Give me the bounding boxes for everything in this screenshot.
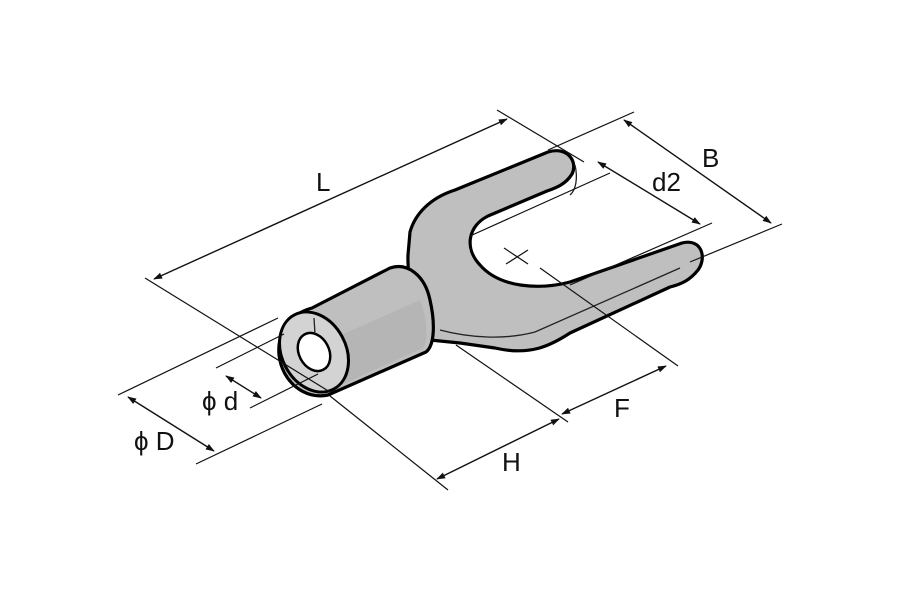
barrel-seam: [313, 317, 316, 335]
dim-F: [561, 365, 667, 415]
fork-tip-edge: [569, 164, 577, 196]
fork-inner-edge: [439, 267, 681, 338]
spade-terminal: [277, 149, 704, 398]
barrel-shade: [330, 300, 427, 390]
dim-phi-d: [225, 375, 262, 399]
dim-B: [623, 119, 772, 224]
label-F: F: [614, 393, 630, 423]
label-d2: d2: [652, 167, 681, 197]
label-phi-d: ϕ d: [202, 386, 238, 416]
dim-phi-D: [127, 396, 215, 452]
dimension-lines: [127, 118, 772, 480]
extension-lines: [117, 109, 783, 491]
dim-H: [436, 418, 560, 480]
dimension-labels: L B d2 ϕ d ϕ D H F: [134, 143, 719, 477]
dim-d2: [597, 161, 701, 225]
label-L: L: [316, 167, 330, 197]
dim-L: [153, 118, 508, 280]
label-H: H: [502, 447, 521, 477]
label-B: B: [702, 143, 719, 173]
barrel-bore: [296, 331, 332, 373]
label-phi-D: ϕ D: [134, 426, 175, 456]
